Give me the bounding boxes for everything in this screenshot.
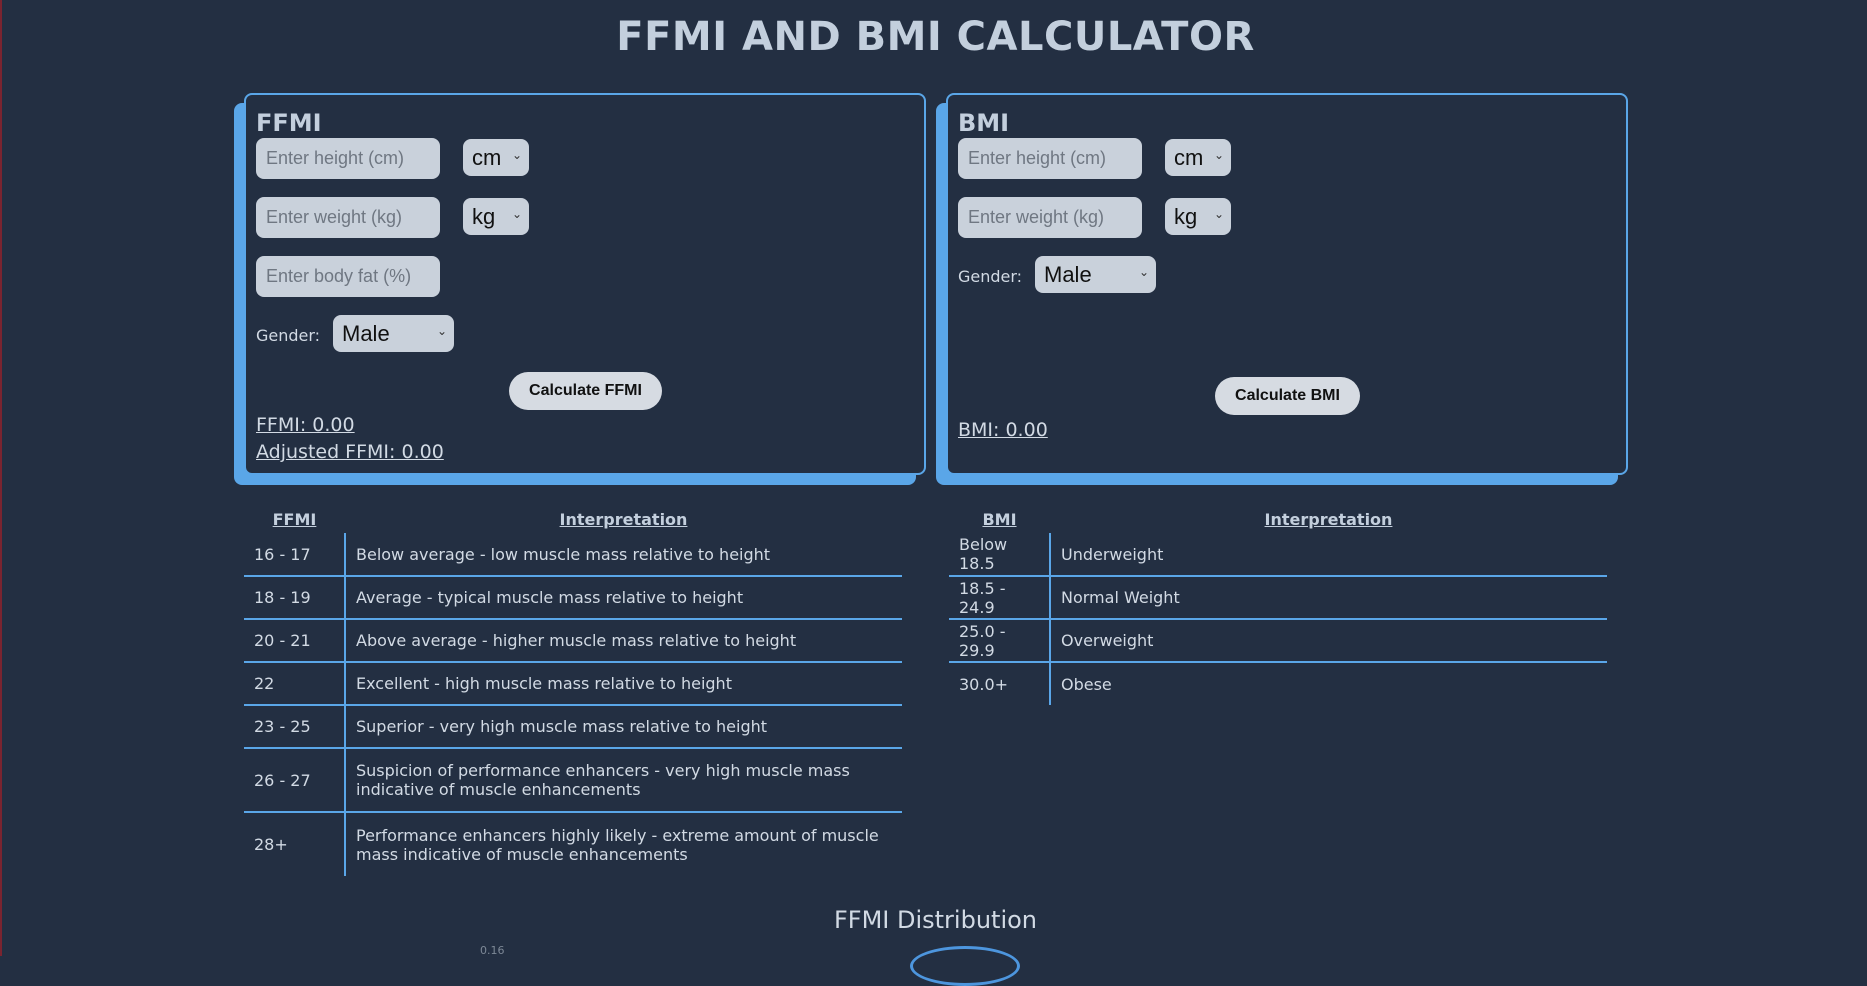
ffmi-range: 20 - 21 (244, 619, 346, 663)
ffmi-gender-value: Male (342, 320, 390, 346)
bmi-card: BMI cm ⌄ kg ⌄ Gender: Male ⌄ Calculate B… (936, 93, 1628, 485)
table-row: 26 - 27 Suspicion of performance enhance… (244, 748, 902, 813)
ffmi-range: 18 - 19 (244, 576, 346, 620)
ffmi-height-unit-value: cm (472, 144, 502, 170)
bmi-gender-value: Male (1044, 261, 1092, 287)
ffmi-height-input[interactable] (256, 138, 440, 179)
ffmi-range: 23 - 25 (244, 705, 346, 749)
bmi-interpretation: Obese (1061, 674, 1112, 694)
bmi-range: 18.5 - 24.9 (949, 576, 1051, 620)
ffmi-interpretation-table: FFMI Interpretation 16 - 17 Below averag… (244, 505, 902, 876)
bmi-gender-label: Gender: (958, 267, 1023, 286)
page-title: FFMI AND BMI CALCULATOR (616, 14, 1255, 60)
ffmi-interpretation: Below average - low muscle mass relative… (345, 533, 902, 577)
ffmi-range: 22 (244, 662, 346, 706)
bmi-height-unit-value: cm (1174, 144, 1204, 170)
ffmi-card: FFMI cm ⌄ kg ⌄ Gender: Male ⌄ Calculate … (234, 93, 926, 485)
adjusted-ffmi-result[interactable]: Adjusted FFMI: 0.00 (256, 441, 444, 463)
chevron-down-icon: ⌄ (1213, 207, 1224, 221)
ffmi-range: 28+ (244, 812, 346, 876)
bmi-card-panel: BMI cm ⌄ kg ⌄ Gender: Male ⌄ Calculate B… (946, 93, 1628, 475)
calculate-ffmi-button[interactable]: Calculate FFMI (509, 372, 662, 410)
table-row: 16 - 17 Below average - low muscle mass … (244, 533, 902, 577)
bmi-interpretation: Underweight (1050, 533, 1607, 577)
ffmi-weight-unit-select[interactable]: kg ⌄ (463, 198, 529, 235)
bmi-weight-unit-value: kg (1174, 203, 1198, 229)
table-row: 28+ Performance enhancers highly likely … (244, 812, 902, 876)
ffmi-interpretation: Excellent - high muscle mass relative to… (345, 662, 902, 706)
ffmi-result[interactable]: FFMI: 0.00 (256, 414, 355, 436)
bmi-table-header-bmi: BMI (982, 509, 1017, 529)
bmi-interpretation: Normal Weight (1050, 576, 1607, 620)
table-row: 20 - 21 Above average - higher muscle ma… (244, 619, 902, 663)
ffmi-interpretation: Above average - higher muscle mass relat… (345, 619, 902, 663)
bmi-height-input[interactable] (958, 138, 1142, 179)
bmi-height-unit-select[interactable]: cm ⌄ (1165, 139, 1231, 176)
table-row: 23 - 25 Superior - very high muscle mass… (244, 705, 902, 749)
chevron-down-icon: ⌄ (511, 207, 522, 221)
bmi-weight-unit-select[interactable]: kg ⌄ (1165, 198, 1231, 235)
ffmi-range: 26 - 27 (244, 748, 346, 813)
ffmi-gender-label: Gender: (256, 326, 321, 345)
ffmi-interpretation: Performance enhancers highly likely - ex… (356, 825, 879, 864)
bmi-range: 30.0+ (949, 662, 1051, 705)
ffmi-distribution-title: FFMI Distribution (833, 906, 1038, 934)
ffmi-card-panel: FFMI cm ⌄ kg ⌄ Gender: Male ⌄ Calculate … (244, 93, 926, 475)
table-row: 18 - 19 Average - typical muscle mass re… (244, 576, 902, 620)
bmi-range: 25.0 - 29.9 (949, 619, 1051, 663)
calculate-bmi-button[interactable]: Calculate BMI (1215, 377, 1360, 415)
chevron-down-icon: ⌄ (436, 324, 447, 338)
bmi-table-header-interpretation: Interpretation (1264, 509, 1393, 529)
table-row: 22 Excellent - high muscle mass relative… (244, 662, 902, 706)
bmi-range: Below 18.5 (949, 533, 1051, 577)
ffmi-height-unit-select[interactable]: cm ⌄ (463, 139, 529, 176)
ffmi-interpretation: Superior - very high muscle mass relativ… (345, 705, 902, 749)
distribution-y-tick: 0.16 (480, 944, 505, 957)
ffmi-table-header-interpretation: Interpretation (559, 509, 688, 529)
chevron-down-icon: ⌄ (1213, 148, 1224, 162)
ffmi-range: 16 - 17 (244, 533, 346, 577)
ffmi-card-title: FFMI (256, 109, 322, 137)
bmi-interpretation: Overweight (1050, 619, 1607, 663)
ffmi-weight-unit-value: kg (472, 203, 496, 229)
ffmi-interpretation: Suspicion of performance enhancers - ver… (345, 748, 902, 813)
bmi-weight-input[interactable] (958, 197, 1142, 238)
ffmi-bodyfat-input[interactable] (256, 256, 440, 297)
ffmi-interpretation: Average - typical muscle mass relative t… (345, 576, 902, 620)
ffmi-gender-select[interactable]: Male ⌄ (333, 315, 454, 352)
table-row: Below 18.5 Underweight (949, 533, 1607, 577)
table-row: 25.0 - 29.9 Overweight (949, 619, 1607, 663)
chevron-down-icon: ⌄ (1138, 265, 1149, 279)
bmi-card-title: BMI (958, 109, 1010, 137)
bmi-gender-select[interactable]: Male ⌄ (1035, 256, 1156, 293)
bmi-interpretation-table: BMI Interpretation Below 18.5 Underweigh… (949, 505, 1607, 705)
table-row: 18.5 - 24.9 Normal Weight (949, 576, 1607, 620)
ffmi-table-header-ffmi: FFMI (272, 509, 317, 529)
chevron-down-icon: ⌄ (511, 148, 522, 162)
distribution-curve-peak (910, 946, 1020, 986)
ffmi-weight-input[interactable] (256, 197, 440, 238)
table-row: 30.0+ Obese (949, 662, 1607, 705)
bmi-result[interactable]: BMI: 0.00 (958, 419, 1048, 441)
